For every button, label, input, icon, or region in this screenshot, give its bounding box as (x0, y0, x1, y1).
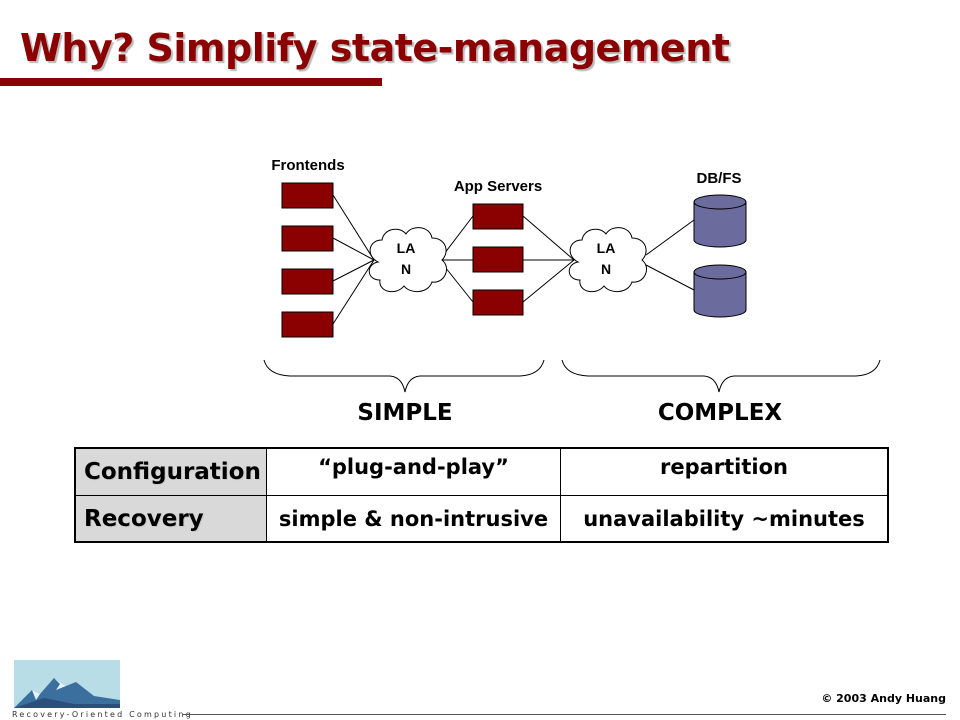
lan-2-label-line2: N (601, 261, 611, 277)
architecture-diagram: Frontends App Servers DB/FS LA N (263, 157, 881, 426)
title-underline (0, 78, 382, 86)
frontend-server-3 (281, 268, 334, 295)
simple-label: SIMPLE (357, 400, 452, 426)
frontends-label: Frontends (271, 157, 344, 174)
lan-1-label-line1: LA (397, 240, 416, 256)
table-cell-simple: simple & non-intrusive (266, 495, 561, 543)
lan-1-label-line2: N (401, 261, 411, 277)
lan-cloud-2: LA N (568, 227, 647, 293)
app-server-2 (472, 246, 524, 273)
table-cell-complex: unavailability ~minutes (560, 495, 889, 543)
app-server-3 (472, 289, 524, 316)
comparison-table: Configuration “plug-and-play” repartitio… (74, 447, 889, 543)
table-row: Recovery simple & non-intrusive unavaila… (74, 495, 889, 543)
copyright: © 2003 Andy Huang (821, 692, 946, 705)
simple-brace (263, 359, 545, 393)
row-header-configuration: Configuration (74, 447, 267, 496)
complex-label: COMPLEX (658, 400, 783, 426)
db-fs-label: DB/FS (697, 170, 742, 187)
lan-cloud-1: LA N (368, 227, 447, 293)
lan-2-label-line1: LA (597, 240, 616, 256)
db-connectors (645, 219, 695, 291)
app-server-1 (472, 203, 524, 230)
row-header-recovery: Recovery (74, 495, 267, 543)
database-cylinder-1 (693, 194, 747, 248)
table-row: Configuration “plug-and-play” repartitio… (74, 447, 889, 496)
logo-caption: Recovery-Oriented Computing (12, 710, 193, 719)
roc-logo (14, 660, 120, 708)
frontend-connectors (332, 194, 375, 325)
slide-title: Why? Simplify state-management (20, 26, 730, 70)
frontend-server-1 (281, 182, 334, 209)
complex-brace (561, 359, 881, 393)
app-servers-label: App Servers (454, 178, 542, 195)
app-server-connectors (440, 215, 474, 303)
footer-rule (182, 714, 946, 715)
table-cell-complex: repartition (560, 447, 889, 496)
table-cell-simple: “plug-and-play” (266, 447, 561, 496)
lan2-connectors (522, 215, 575, 303)
frontend-server-2 (281, 225, 334, 252)
database-cylinder-2 (693, 264, 747, 318)
frontend-server-4 (281, 311, 334, 338)
